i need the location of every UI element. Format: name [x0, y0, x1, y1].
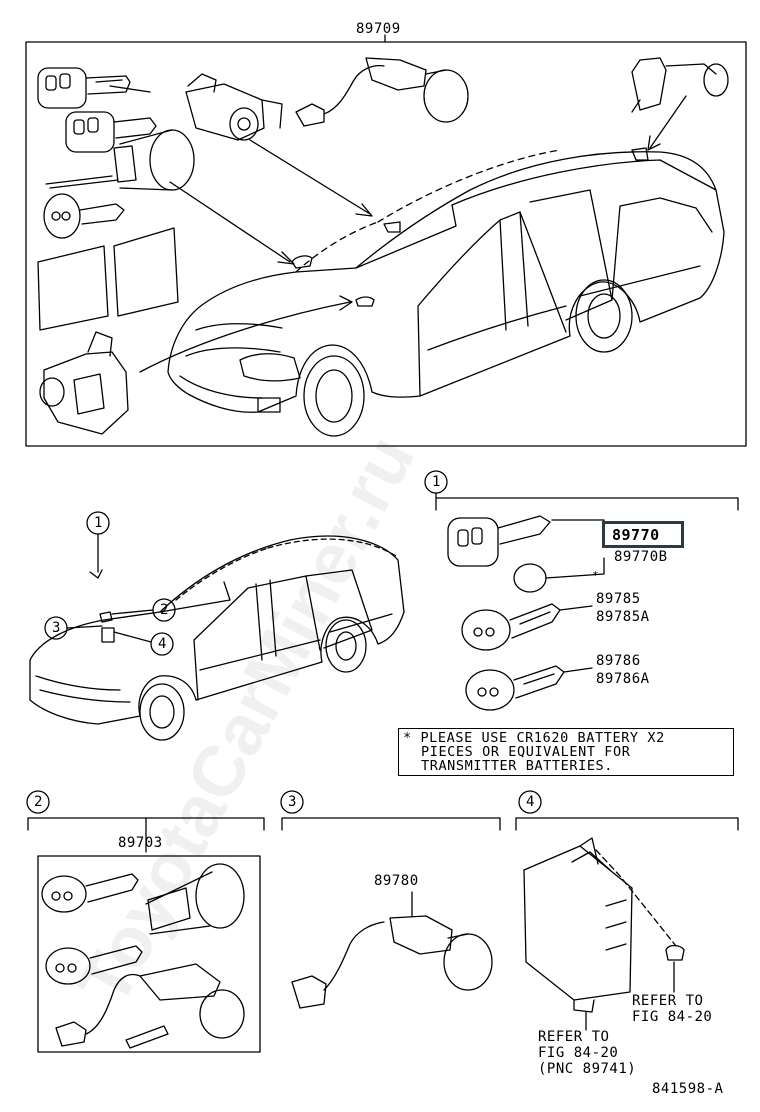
refer-b-line-1: REFER TO: [538, 1029, 610, 1045]
section1-transmitter-key: [447, 515, 605, 593]
note-line-1: * PLEASE USE CR1620 BATTERY X2: [403, 730, 665, 746]
part-89785a: 89785A: [596, 609, 650, 625]
refer-a-line-2: FIG 84-20: [632, 1009, 713, 1025]
section2-marker-circle: [26, 790, 50, 814]
section1-marker: 1: [432, 474, 441, 490]
top-part-number: 89709: [356, 21, 401, 37]
section2-frame: [37, 855, 261, 1053]
part-89770b: 89770B: [614, 549, 668, 565]
callout-2: 2: [160, 602, 169, 618]
section2-marker: 2: [34, 794, 43, 810]
drawing-id: 841598-A: [652, 1081, 724, 1097]
callout-3: 3: [52, 620, 61, 636]
section4-control-unit: [523, 837, 685, 1031]
section2-door-lock-set: [41, 863, 245, 1049]
top-frame: [25, 41, 747, 447]
part-89786: 89786: [596, 653, 641, 669]
refer-b-line-3: (PNC 89741): [538, 1061, 637, 1077]
note-asterisk: *: [592, 569, 600, 582]
top-car-illustration: [167, 147, 725, 437]
highlighted-part-box[interactable]: [602, 521, 684, 548]
top-key-cards: [37, 227, 179, 331]
section3-part-number: 89780: [374, 873, 419, 889]
section3-marker-circle: [280, 790, 304, 814]
section3-bracket: [281, 817, 501, 831]
section1-master-key: [461, 603, 593, 651]
part-89785: 89785: [596, 591, 641, 607]
highlighted-part-number[interactable]: 89770: [612, 526, 660, 544]
battery-note-box: * PLEASE USE CR1620 BATTERY X2 PIECES OR…: [398, 728, 734, 776]
callout-4: 4: [158, 636, 167, 652]
section1-sub-key: [465, 665, 593, 711]
top-trunk-cylinder: [631, 57, 729, 113]
top-lock-cylinders: [113, 73, 283, 191]
note-line-2: PIECES OR EQUIVALENT FOR: [421, 744, 631, 760]
section4-bracket: [515, 817, 739, 831]
refer-b-line-2: FIG 84-20: [538, 1045, 619, 1061]
section3-marker: 3: [288, 794, 297, 810]
callout-1: 1: [94, 515, 103, 531]
section4-marker-circle: [518, 790, 542, 814]
small-car-illustration: [29, 535, 405, 741]
section2-part-number: 89703: [118, 835, 163, 851]
refer-a-line-1: REFER TO: [632, 993, 704, 1009]
note-line-3: TRANSMITTER BATTERIES.: [421, 758, 614, 774]
section3-door-lock-switch: [291, 915, 493, 1009]
top-wiring: [295, 57, 469, 127]
section4-marker: 4: [526, 794, 535, 810]
section1-bracket: [435, 492, 739, 511]
small-car-callouts: [44, 511, 176, 656]
top-leader-arrows: [139, 95, 687, 373]
top-keys: [37, 67, 157, 239]
top-ignition-switch: [39, 331, 129, 435]
part-89786a: 89786A: [596, 671, 650, 687]
